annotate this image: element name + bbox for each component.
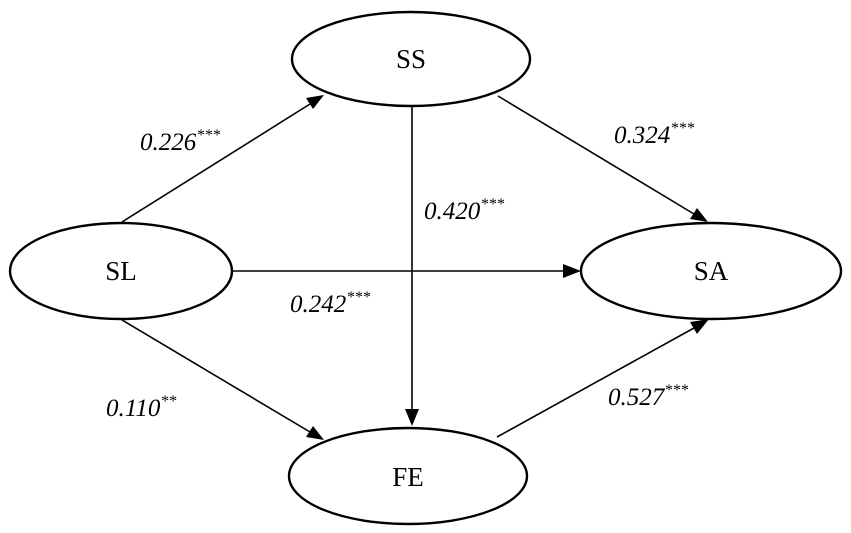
edge-sl-ss (121, 103, 311, 223)
arrowhead-fe-sa (690, 319, 709, 334)
coef-label-fe-sa: 0.527*** (608, 382, 688, 411)
arrowhead-sl-fe (306, 426, 324, 440)
coef-label-ss-sa: 0.324*** (614, 120, 694, 149)
node-label-ss: SS (396, 44, 426, 74)
node-label-fe: FE (392, 462, 424, 492)
coef-label-sl-fe: 0.110** (106, 393, 176, 422)
edges (121, 95, 709, 440)
arrowhead-ss-fe (405, 409, 419, 426)
arrowhead-sl-ss (306, 95, 324, 109)
coef-label-ss-fe: 0.420*** (424, 196, 504, 225)
coef-label-sl-ss: 0.226*** (140, 127, 220, 156)
node-fe: FE (287, 426, 529, 526)
edge-fe-sa (496, 327, 695, 438)
arrowhead-ss-sa (690, 208, 708, 222)
node-label-sl: SL (105, 256, 137, 286)
node-ss: SS (290, 10, 532, 108)
node-sl: SL (8, 221, 234, 321)
edge-sl-fe (121, 319, 311, 433)
node-label-sa: SA (694, 256, 729, 286)
coef-label-sl-sa: 0.242*** (290, 289, 370, 318)
arrowhead-sl-sa (563, 264, 581, 278)
node-sa: SA (579, 221, 843, 321)
edge-ss-sa (497, 95, 695, 215)
